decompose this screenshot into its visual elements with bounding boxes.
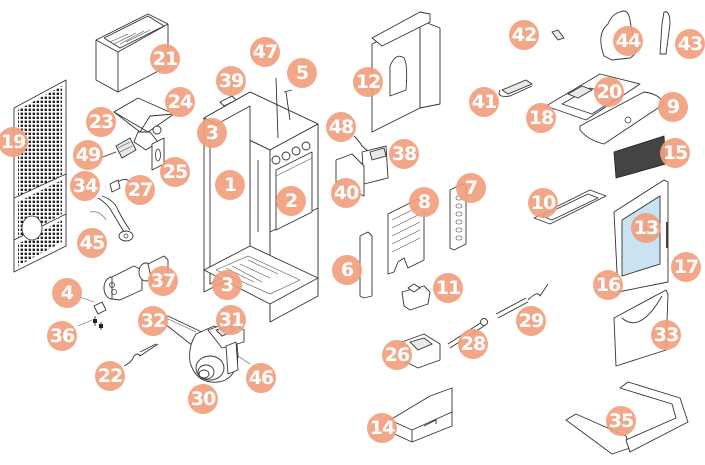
part-label-30: 30 <box>188 384 218 414</box>
part-11-burn-pot-support <box>401 283 431 311</box>
part-47-tie-rod <box>275 77 279 139</box>
part-label-27: 27 <box>125 175 155 205</box>
part-label-21: 21 <box>150 44 180 74</box>
part-label-25: 25 <box>160 157 190 187</box>
part-label-9: 9 <box>658 92 688 122</box>
part-48-wire-harness <box>353 135 371 153</box>
part-label-35: 35 <box>606 406 636 436</box>
part-22-temperature-probe <box>123 343 159 367</box>
part-label-18: 18 <box>526 103 556 133</box>
part-42-remote-control <box>551 29 565 41</box>
part-43-scraper-tool <box>659 11 671 55</box>
part-12-rear-panel <box>371 11 441 133</box>
part-label-14: 14 <box>367 413 397 443</box>
part-label-13: 13 <box>631 213 661 243</box>
part-label-3-bottom: 3 <box>212 270 242 300</box>
part-label-11: 11 <box>433 273 463 303</box>
part-label-10: 10 <box>528 188 558 218</box>
part-label-24: 24 <box>165 87 195 117</box>
part-label-31: 31 <box>216 305 246 335</box>
part-label-4: 4 <box>52 278 82 308</box>
part-label-39: 39 <box>216 66 246 96</box>
part-label-22: 22 <box>95 361 125 391</box>
part-49-auger-motor <box>99 137 137 159</box>
part-label-37: 37 <box>148 266 178 296</box>
part-label-12: 12 <box>353 67 383 97</box>
part-label-6: 6 <box>332 255 362 285</box>
part-4-bracket <box>79 296 107 315</box>
part-label-38: 38 <box>389 139 419 169</box>
part-38-control-board <box>361 145 389 185</box>
part-label-1: 1 <box>215 170 245 200</box>
part-label-47: 47 <box>250 37 280 67</box>
part-label-44: 44 <box>613 26 643 56</box>
part-5-top-rod <box>283 89 293 121</box>
part-9-top-cover <box>579 91 665 145</box>
part-label-43: 43 <box>675 29 705 59</box>
part-6-side-plate <box>359 231 373 299</box>
part-label-49: 49 <box>73 140 103 170</box>
part-14-ash-drawer <box>389 387 453 443</box>
part-label-28: 28 <box>458 329 488 359</box>
part-label-8: 8 <box>409 187 439 217</box>
part-15-front-grille <box>613 135 667 179</box>
part-label-20: 20 <box>594 77 624 107</box>
part-label-23: 23 <box>86 107 116 137</box>
part-label-33: 33 <box>651 320 681 350</box>
part-label-40: 40 <box>331 178 361 208</box>
part-label-7: 7 <box>456 173 486 203</box>
part-19-rear-mesh-panel <box>13 79 67 273</box>
part-35-base-frame <box>565 381 689 455</box>
part-36-thermostat <box>77 316 103 330</box>
part-label-3-top: 3 <box>197 118 227 148</box>
part-29-igniter <box>495 283 549 319</box>
part-label-45: 45 <box>77 228 107 258</box>
part-label-19: 19 <box>0 127 28 157</box>
part-label-34: 34 <box>70 171 100 201</box>
part-8-heat-exchanger-plate <box>387 195 425 275</box>
part-label-36: 36 <box>47 321 77 351</box>
part-label-29: 29 <box>516 306 546 336</box>
part-17-door-handle <box>666 222 669 248</box>
part-label-26: 26 <box>382 340 412 370</box>
part-label-42: 42 <box>509 20 539 50</box>
part-label-16: 16 <box>593 270 623 300</box>
part-10-door-gasket-frame <box>533 189 607 225</box>
part-label-15: 15 <box>660 138 690 168</box>
part-label-48: 48 <box>326 112 356 142</box>
part-46-fan-gasket <box>225 341 251 375</box>
part-label-41: 41 <box>469 87 499 117</box>
part-41-display-panel <box>498 79 533 97</box>
part-label-5: 5 <box>287 58 317 88</box>
part-label-2: 2 <box>276 186 306 216</box>
part-label-32: 32 <box>138 306 168 336</box>
part-label-17: 17 <box>671 252 701 282</box>
part-label-46: 46 <box>246 363 276 393</box>
part-45-pressure-hose <box>89 195 134 242</box>
